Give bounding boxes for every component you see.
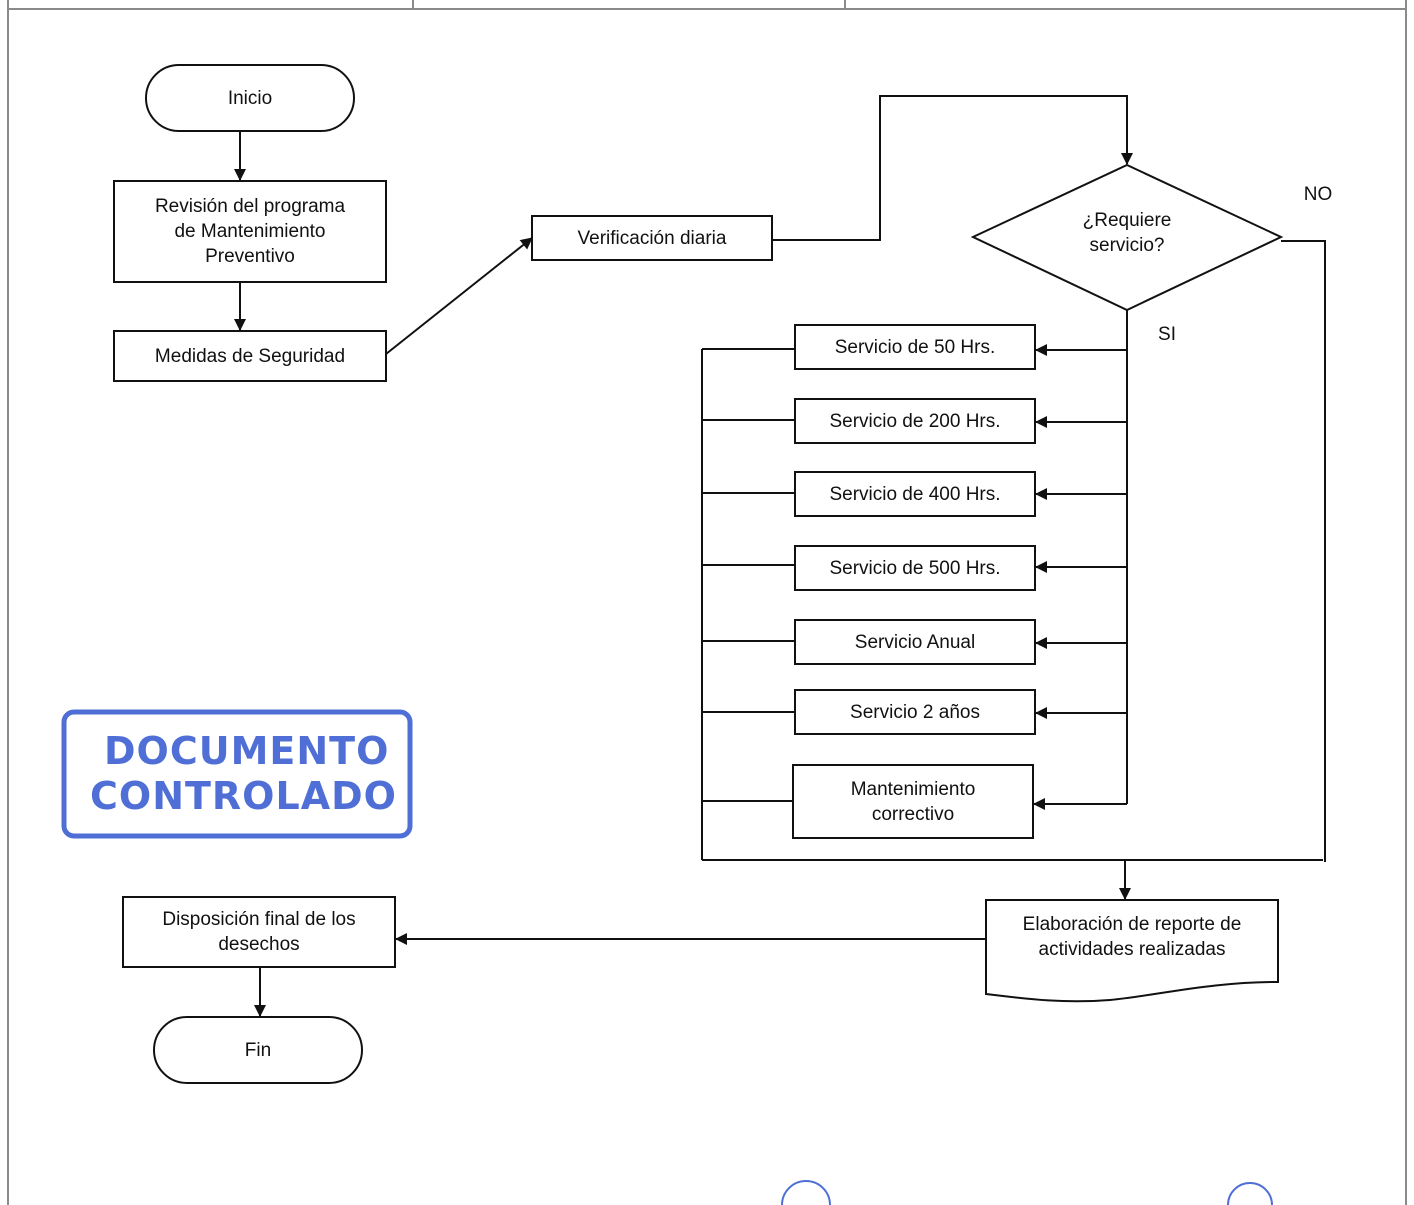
service-box-50 (794, 324, 1036, 370)
start-label: Inicio (227, 87, 273, 109)
revision-box (113, 180, 387, 283)
decision-label: ¿Requiere servicio? (1082, 210, 1172, 256)
service-label-50: Servicio de 50 Hrs. (834, 336, 996, 358)
service-collector-lines (701, 348, 1323, 861)
report-document-shape (985, 899, 1279, 1003)
bottom-circle-mark-right (1227, 1182, 1273, 1205)
service-label-annual: Servicio Anual (854, 631, 976, 653)
page-frame (7, 0, 1407, 1205)
stamp-border (61, 709, 413, 839)
corrective-label: Mantenimiento correctivo (850, 778, 976, 825)
service-box-annual (794, 619, 1036, 665)
service-label-200: Servicio de 200 Hrs. (829, 410, 1001, 432)
stamp-line-2: CONTROLADO (90, 774, 397, 818)
service-label-500: Servicio de 500 Hrs. (829, 557, 1001, 579)
branch-no-label: NO (1303, 183, 1333, 205)
daily-check-label: Verificación diaria (577, 227, 727, 249)
arrow-safety-to-check (385, 237, 533, 355)
service-label-2years: Servicio 2 años (850, 701, 980, 723)
start-terminator (145, 64, 355, 132)
corrective-box (792, 764, 1034, 839)
disposal-label: Disposición final de los desechos (162, 909, 356, 955)
no-branch-line (1281, 240, 1326, 862)
branch-yes-label: SI (1158, 323, 1176, 345)
end-terminator (153, 1016, 363, 1084)
report-label: Elaboración de reporte de actividades re… (1022, 914, 1242, 960)
daily-check-box (531, 215, 773, 261)
end-label: Fin (244, 1039, 272, 1061)
bottom-circle-mark-left (781, 1180, 831, 1205)
service-box-2years (794, 689, 1036, 735)
safety-label: Medidas de Seguridad (154, 345, 346, 367)
safety-box (113, 330, 387, 382)
service-label-400: Servicio de 400 Hrs. (829, 483, 1001, 505)
revision-label: Revisión del programa de Mantenimiento P… (154, 196, 346, 267)
arrow-check-to-decision (772, 95, 1133, 241)
service-box-500 (794, 545, 1036, 591)
stamp-line-1: DOCUMENTO (104, 729, 390, 773)
